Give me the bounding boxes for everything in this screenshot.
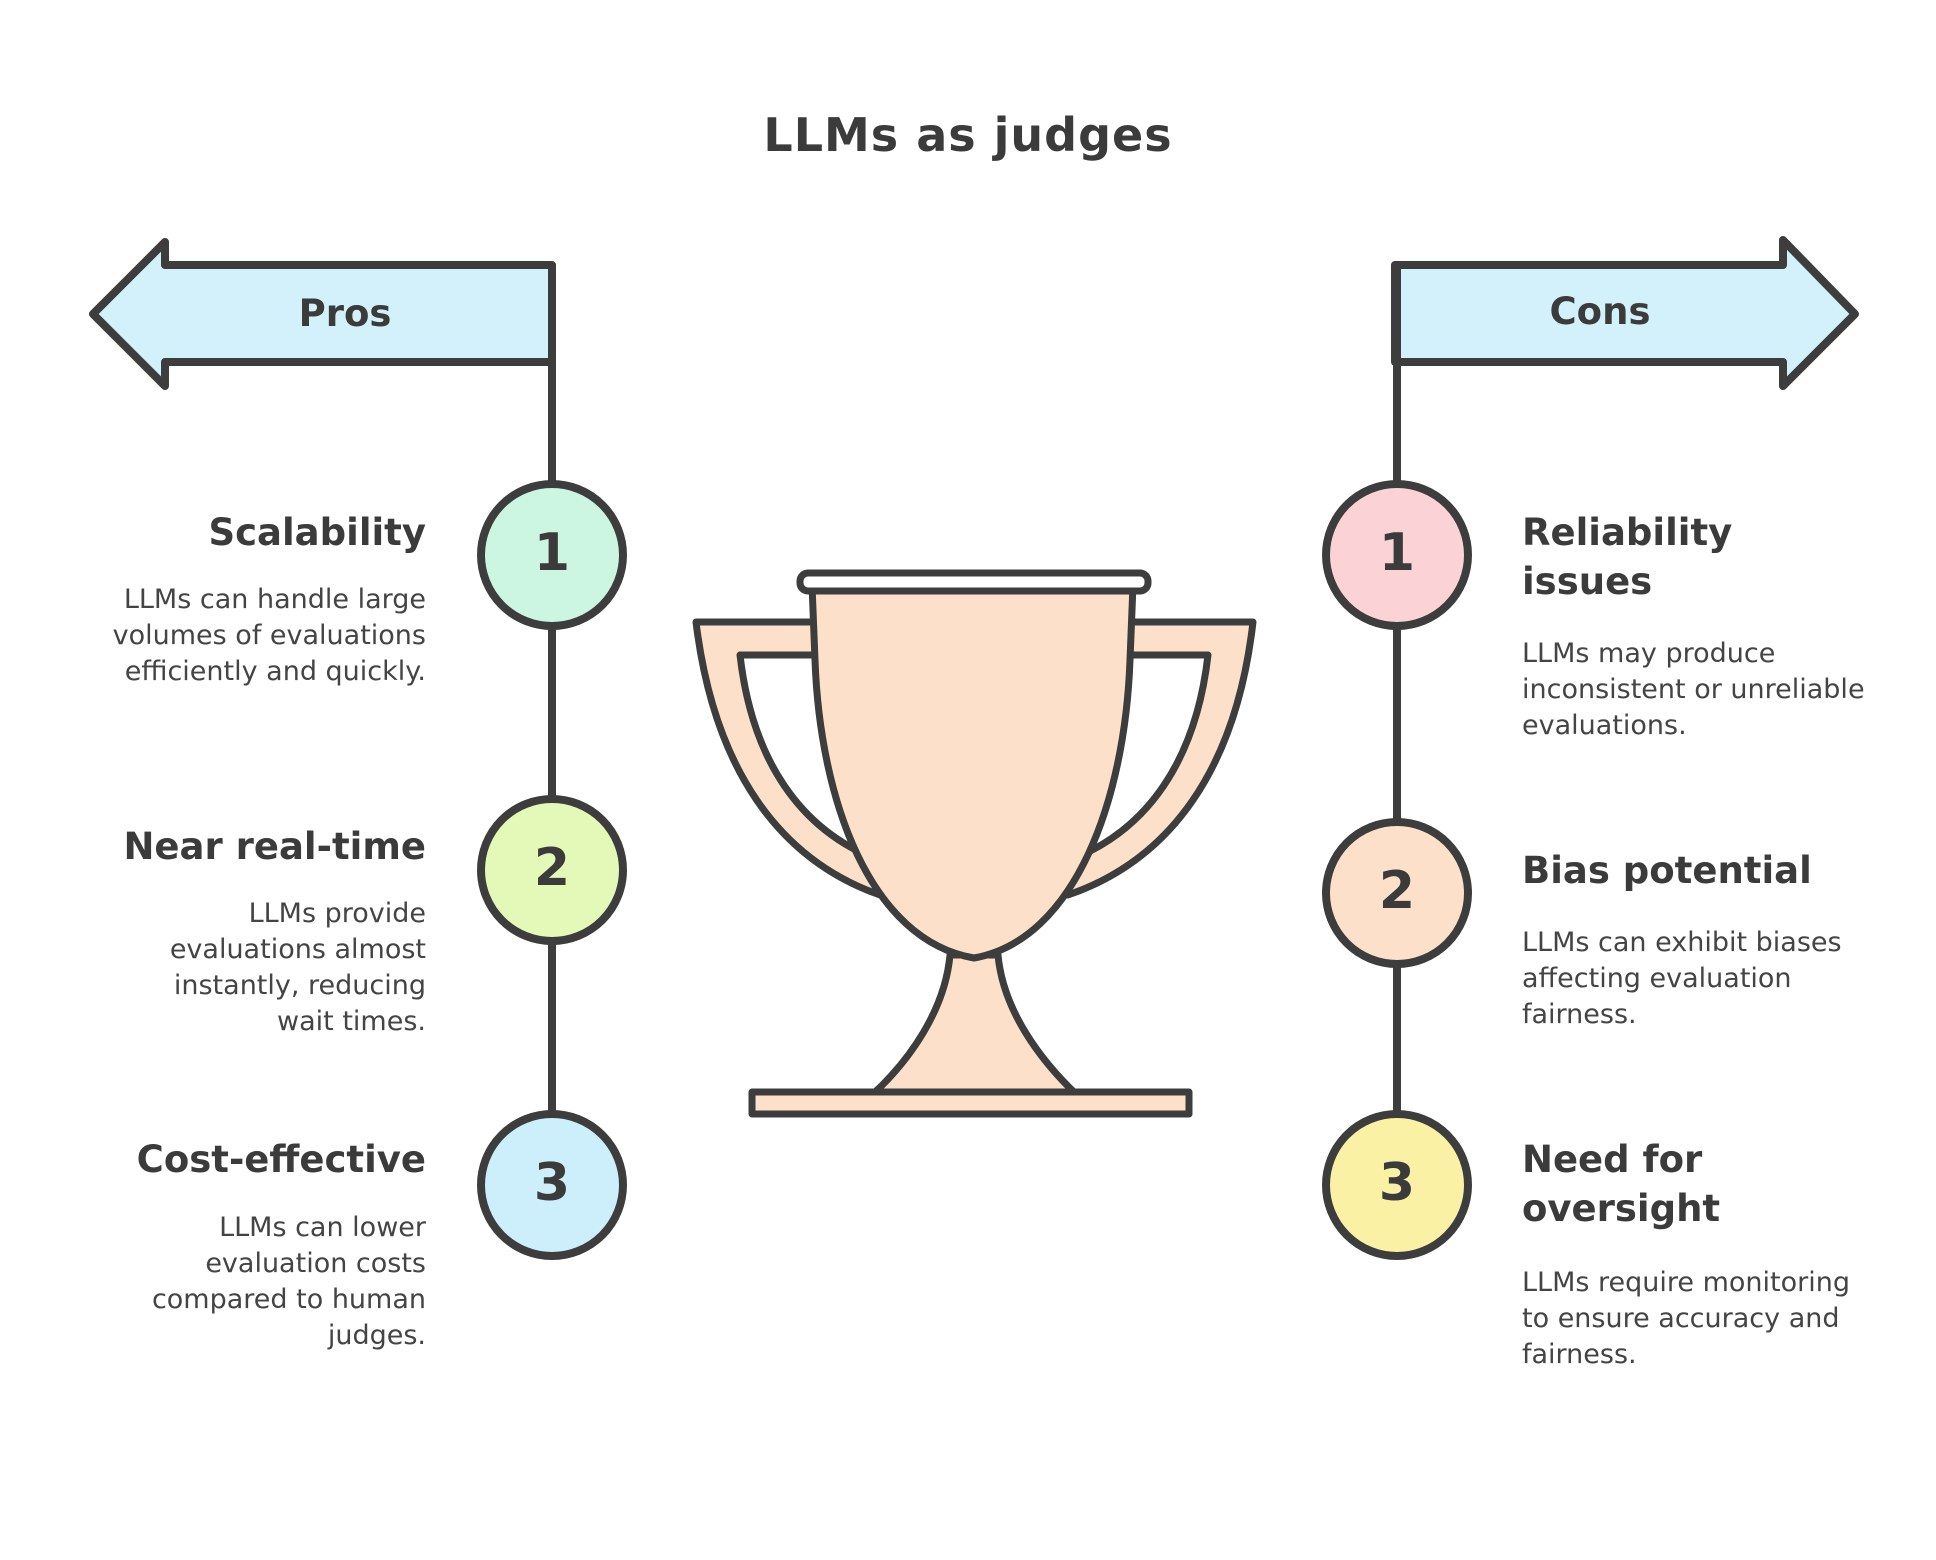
pros-number-2: 2 <box>533 838 571 898</box>
pros-number-3: 3 <box>533 1153 571 1213</box>
pros-circle-3 <box>477 1110 627 1260</box>
cons-circle-2 <box>1322 818 1472 968</box>
cons-item-3-title: Need for oversight <box>1522 1138 1721 1230</box>
cons-number-2: 2 <box>1378 861 1416 921</box>
cons-item-1-title: Reliability issues <box>1522 511 1733 603</box>
cons-item-2-description: LLMs can exhibit biases affecting evalua… <box>1522 927 1842 1030</box>
cons-item-2-title: Bias potential <box>1522 849 1812 892</box>
pros-label: Pros <box>298 292 392 335</box>
pros-item-1-title: Scalability <box>208 511 426 554</box>
pros-circle-1 <box>477 480 627 630</box>
pros-number-1: 1 <box>533 523 571 583</box>
cons-label: Cons <box>1549 290 1651 333</box>
pros-item-2-description: LLMs provide evaluations almost instantl… <box>169 898 426 1037</box>
cons-arrow <box>1391 236 1859 390</box>
cons-item-1-description: LLMs may produce inconsistent or unrelia… <box>1522 638 1865 741</box>
pros-item-3-title: Cost-effective <box>136 1138 426 1181</box>
pros-arrow <box>89 238 556 390</box>
pros-circle-2 <box>477 795 627 945</box>
cons-number-1: 1 <box>1378 523 1416 583</box>
pros-item-1-description: LLMs can handle large volumes of evaluat… <box>112 584 426 687</box>
trophy-icon <box>692 569 1257 1118</box>
pros-item-2-title: Near real-time <box>123 825 426 868</box>
cons-circle-3 <box>1322 1110 1472 1260</box>
cons-number-3: 3 <box>1378 1153 1416 1213</box>
cons-circle-1 <box>1322 480 1472 630</box>
cons-item-3-description: LLMs require monitoring to ensure accura… <box>1522 1267 1850 1370</box>
page-title: LLMs as judges <box>763 108 1173 162</box>
pros-item-3-description: LLMs can lower evaluation costs compared… <box>151 1212 426 1351</box>
